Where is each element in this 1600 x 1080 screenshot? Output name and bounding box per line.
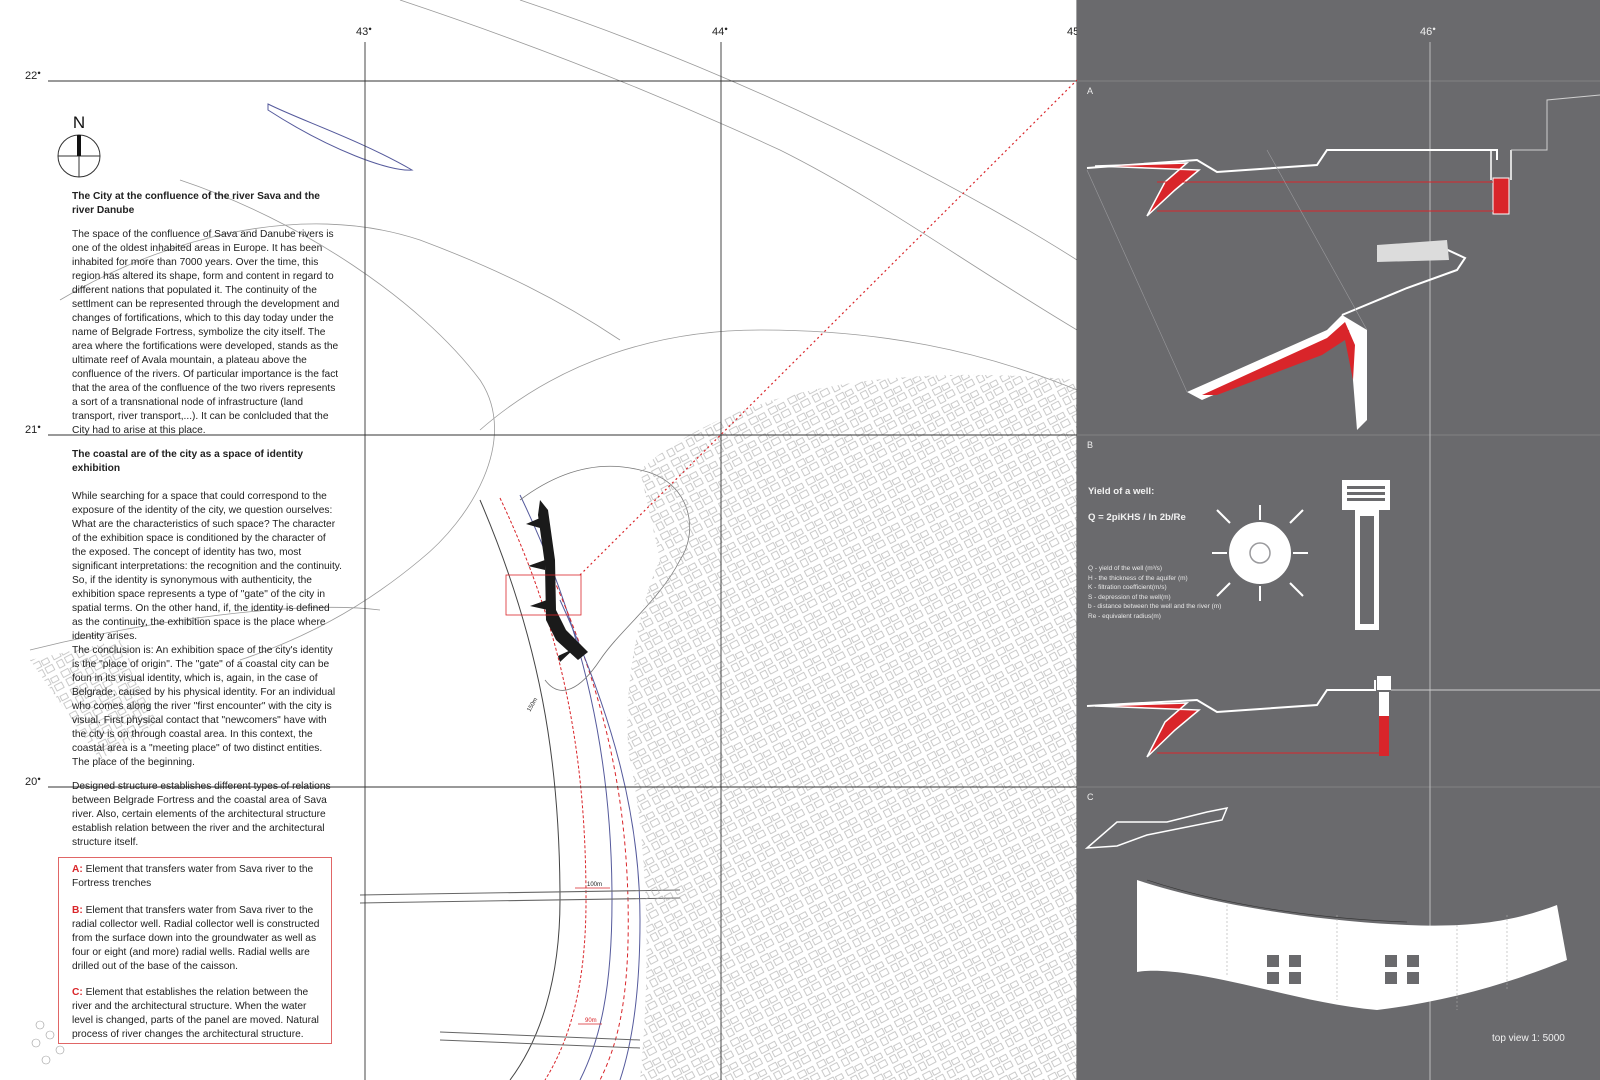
bridges <box>359 889 681 1049</box>
elements-legend-box: A: Element that transfers water from Sav… <box>58 857 332 1044</box>
radial-well-diagram <box>1212 505 1308 601</box>
section-b-drawing <box>1086 676 1600 758</box>
intro-section: The City at the confluence of the river … <box>72 190 342 438</box>
intro-title: The City at the confluence of the river … <box>72 191 320 216</box>
legend-line: H - the thickness of the aquifer (m) <box>1088 574 1188 582</box>
north-arrow: N <box>56 113 102 184</box>
scale-label: top view 1: 5000 <box>1492 1033 1565 1044</box>
formula-legend: Q - yield of the well (m³/s) H - the thi… <box>1088 564 1221 621</box>
dimension-label: 150m <box>527 697 540 713</box>
identity-section: The coastal are of the city as a space o… <box>72 448 342 850</box>
grid-label-col: 44● <box>712 26 728 38</box>
section2-p1: While searching for a space that could c… <box>72 491 342 642</box>
legend-line: K - filtration coefficient(m/s) <box>1088 584 1167 591</box>
grid-label-col: 43● <box>356 26 372 38</box>
section2-p3: Designed structure establishes different… <box>72 781 331 848</box>
yield-formula: Q = 2piKHS / ln 2b/Re <box>1088 512 1186 523</box>
red-details <box>505 574 610 1025</box>
grid-label-col[interactable]: 46● <box>1420 26 1436 38</box>
panel-label-c: C <box>1087 792 1094 802</box>
tree-circles <box>31 1020 65 1065</box>
panel-label-a: A <box>1087 86 1094 96</box>
grid-label-row: 22● <box>25 70 41 82</box>
sava-river-channel <box>479 494 641 1080</box>
compass-icon <box>57 134 101 178</box>
grid-label-row: 20● <box>25 776 41 788</box>
collector-well-section <box>1342 480 1390 630</box>
intro-body: The space of the confluence of Sava and … <box>72 229 340 436</box>
river-outlines <box>29 0 1078 661</box>
city-blocks <box>627 374 1077 1080</box>
section-a-drawing <box>1086 94 1600 430</box>
panel-drawings <box>1077 42 1600 1080</box>
grid-label-row: 21● <box>25 424 41 436</box>
section2-title: The coastal are of the city as a space o… <box>72 449 303 474</box>
sightline <box>579 79 1078 576</box>
legend-line: b - distance between the well and the ri… <box>1088 603 1222 610</box>
element-a: A: Element that transfers water from Sav… <box>72 864 314 889</box>
panel-label-b: B <box>1087 440 1094 450</box>
legend-line: Re - equivalent radius(m) <box>1088 612 1161 620</box>
architectural-structure <box>526 500 588 662</box>
section2-p2: The conclusion is: An exhibition space o… <box>72 645 336 768</box>
dimension-label: 100m <box>587 882 602 888</box>
legend-line: Q - yield of the well (m³/s) <box>1088 565 1163 572</box>
city-blocks-west <box>30 640 160 760</box>
north-label: N <box>72 113 86 132</box>
detail-panel: A B C Yield of a well: Q = 2piKHS / ln 2… <box>1077 0 1600 1080</box>
section-c-drawing <box>1084 806 1567 1010</box>
element-b: B: Element that transfers water from Sav… <box>72 905 320 972</box>
legend-line: S - depression of the well(m) <box>1088 593 1171 601</box>
dimension-label: 90m <box>585 1018 597 1024</box>
element-c: C: Element that establishes the relation… <box>72 987 319 1040</box>
yield-title: Yield of a well: <box>1088 486 1155 497</box>
river-island <box>267 103 414 171</box>
